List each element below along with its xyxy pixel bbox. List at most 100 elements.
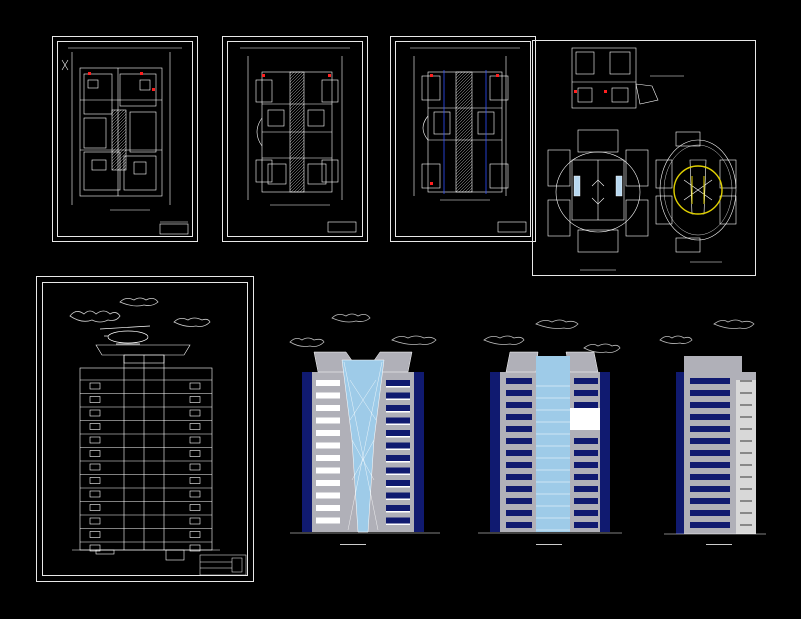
side-balcony [740, 500, 752, 502]
side-balcony [740, 524, 752, 526]
section-floor-lines [80, 379, 212, 552]
side-window [690, 414, 730, 420]
rear-window [574, 522, 598, 528]
front-window [316, 405, 340, 411]
side-balcony [740, 404, 752, 406]
front-window [316, 417, 340, 424]
rear-window [574, 378, 598, 384]
rear-window [506, 390, 532, 396]
front-window [386, 392, 410, 399]
side-window [690, 450, 730, 456]
front-window [386, 517, 410, 524]
section-window [89, 517, 101, 525]
section-window [189, 531, 201, 538]
rear-window [506, 414, 532, 420]
side-balcony [740, 380, 752, 382]
side-window [690, 522, 730, 528]
front-window-sill [386, 448, 410, 450]
rear-window [506, 450, 532, 456]
section-window [89, 477, 101, 484]
side-balcony [740, 464, 752, 466]
front-window [386, 417, 410, 424]
rear-window [506, 474, 532, 480]
section-window [89, 423, 101, 430]
helipad-yellow-circle [673, 165, 723, 215]
section-window [89, 450, 101, 457]
section-window [189, 423, 201, 430]
rear-window [574, 474, 598, 480]
rear-window [574, 438, 598, 444]
side-window [690, 474, 730, 480]
section-window [89, 409, 101, 417]
side-balcony [740, 488, 752, 490]
section-window [89, 504, 101, 511]
rear-window [506, 462, 532, 468]
rear-window [506, 510, 532, 516]
front-window [386, 467, 410, 474]
caption-side [706, 544, 732, 548]
side-balcony [740, 392, 752, 394]
side-window [690, 486, 730, 492]
rear-window [574, 498, 598, 504]
section-window [189, 517, 201, 525]
front-window [316, 480, 340, 486]
sheet-section [36, 276, 254, 582]
elevation-clouds [289, 313, 755, 353]
side-balcony [740, 440, 752, 442]
plan-2-red-markers [262, 74, 331, 77]
section-window [189, 463, 201, 471]
elevation-front [290, 351, 440, 534]
side-window [690, 498, 730, 504]
front-window-sill [386, 473, 410, 475]
front-window-sill [386, 486, 410, 488]
roof-typical-plan [547, 129, 649, 271]
front-window [316, 467, 340, 474]
section-window [189, 544, 201, 552]
rear-window [574, 450, 598, 456]
front-window-sill [386, 411, 410, 413]
plan-1-red-markers [88, 72, 155, 91]
front-window [316, 380, 340, 386]
front-window [386, 480, 410, 486]
sheet-plan-1 [52, 36, 198, 242]
front-window [386, 442, 410, 449]
front-window [386, 505, 410, 511]
rear-window [506, 522, 532, 528]
caption-front [340, 544, 366, 548]
section-window [189, 436, 201, 444]
side-balcony [740, 416, 752, 418]
section-window [189, 396, 201, 403]
front-window [316, 517, 340, 524]
side-balcony [740, 476, 752, 478]
front-window [386, 405, 410, 411]
side-balcony [740, 428, 752, 430]
rear-window [506, 486, 532, 492]
rear-window [574, 510, 598, 516]
section-window [89, 544, 101, 552]
floor-plan-3 [410, 47, 527, 233]
front-window-sill [386, 398, 410, 400]
section-window [89, 531, 101, 538]
front-window-sill [386, 498, 410, 500]
roof-blue-panels [573, 175, 623, 197]
rear-window [574, 390, 598, 396]
helipad-plan [655, 131, 737, 263]
section-window [89, 463, 101, 471]
elevation-side [664, 356, 766, 535]
side-window [690, 462, 730, 468]
front-window-sill [386, 511, 410, 513]
side-window [690, 378, 730, 384]
side-balcony [740, 452, 752, 454]
front-window [316, 492, 340, 499]
elevation-rear [478, 351, 622, 534]
side-window [690, 390, 730, 396]
caption-rear [536, 544, 562, 548]
side-window [690, 426, 730, 432]
section-window [89, 490, 101, 498]
sheet-roof-helipad [532, 40, 756, 276]
front-window [316, 505, 340, 511]
front-window [316, 430, 340, 436]
rear-window [574, 486, 598, 492]
rear-window [506, 426, 532, 432]
